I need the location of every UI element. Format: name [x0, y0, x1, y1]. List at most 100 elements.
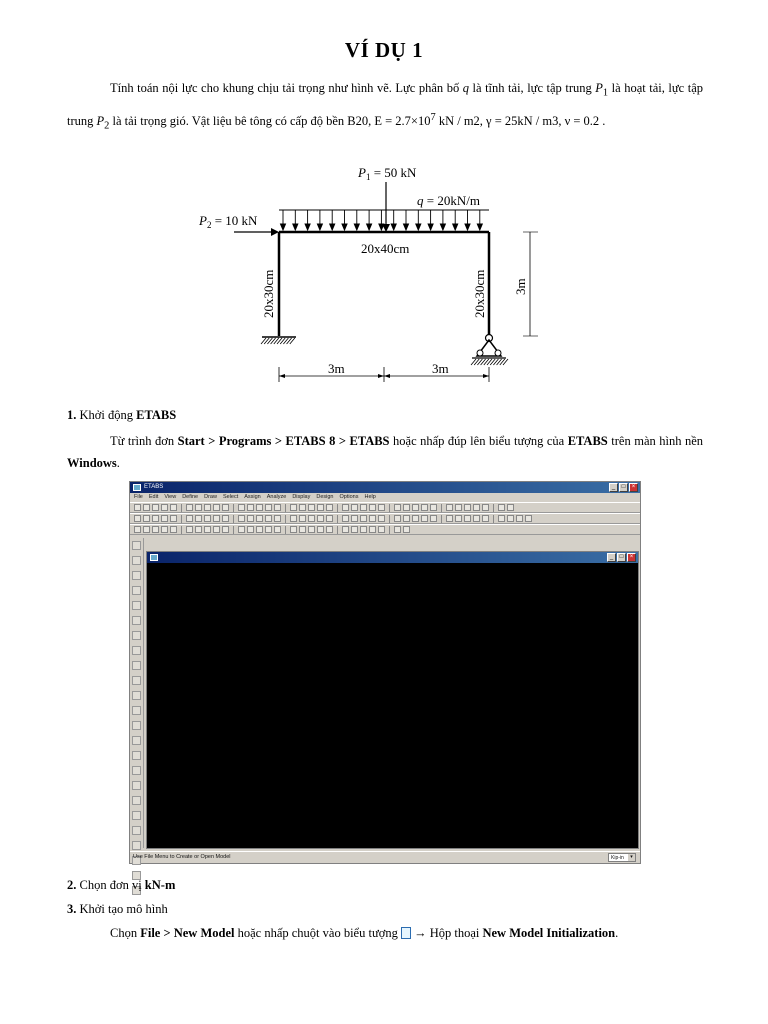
toolbar-button[interactable] — [394, 515, 401, 522]
maximize-button[interactable]: □ — [619, 483, 628, 492]
side-toolbar-button[interactable] — [132, 556, 141, 565]
toolbar-button[interactable] — [186, 526, 193, 533]
toolbar-button[interactable] — [134, 526, 141, 533]
toolbar-button[interactable] — [134, 504, 141, 511]
toolbar-button[interactable] — [369, 504, 376, 511]
toolbar-button[interactable] — [170, 504, 177, 511]
toolbar-button[interactable] — [464, 504, 471, 511]
toolbar-button[interactable] — [351, 526, 358, 533]
toolbar-button[interactable] — [170, 526, 177, 533]
toolbar-button[interactable] — [204, 504, 211, 511]
toolbar-button[interactable] — [238, 515, 245, 522]
toolbar-button[interactable] — [186, 504, 193, 511]
child-maximize-button[interactable]: □ — [617, 553, 626, 562]
menu-item-define[interactable]: Define — [182, 494, 199, 500]
toolbar-button[interactable] — [473, 504, 480, 511]
toolbar-button[interactable] — [290, 504, 297, 511]
toolbar-button[interactable] — [317, 526, 324, 533]
toolbar-button[interactable] — [274, 515, 281, 522]
toolbar-button[interactable] — [403, 515, 410, 522]
menu-item-display[interactable]: Display — [292, 494, 311, 500]
toolbar-button[interactable] — [394, 504, 401, 511]
side-toolbar-button[interactable] — [132, 661, 141, 670]
minimize-button[interactable]: _ — [609, 483, 618, 492]
toolbar-button[interactable] — [265, 504, 272, 511]
menu-item-edit[interactable]: Edit — [148, 494, 159, 500]
toolbar-button[interactable] — [308, 515, 315, 522]
toolbar-button[interactable] — [274, 504, 281, 511]
toolbar-button[interactable] — [412, 515, 419, 522]
side-toolbar-button[interactable] — [132, 856, 141, 865]
menu-item-view[interactable]: View — [164, 494, 177, 500]
side-toolbar-button[interactable] — [132, 676, 141, 685]
side-toolbar-button[interactable] — [132, 841, 141, 850]
units-dropdown[interactable]: Kip-in ▾ — [608, 853, 636, 862]
toolbar-button[interactable] — [455, 515, 462, 522]
child-close-button[interactable]: × — [627, 553, 636, 562]
toolbar-button[interactable] — [256, 504, 263, 511]
toolbar-button[interactable] — [507, 504, 514, 511]
toolbar-button[interactable] — [360, 504, 367, 511]
toolbar-button[interactable] — [161, 526, 168, 533]
side-toolbar-button[interactable] — [132, 646, 141, 655]
toolbar-button[interactable] — [378, 526, 385, 533]
toolbar-button[interactable] — [222, 515, 229, 522]
side-toolbar-button[interactable] — [132, 631, 141, 640]
toolbar-button[interactable] — [143, 526, 150, 533]
toolbar-button[interactable] — [265, 526, 272, 533]
side-toolbar-button[interactable] — [132, 751, 141, 760]
toolbar-button[interactable] — [290, 526, 297, 533]
toolbar-button[interactable] — [430, 515, 437, 522]
toolbar-button[interactable] — [274, 526, 281, 533]
toolbar-button[interactable] — [516, 515, 523, 522]
menu-item-analyze[interactable]: Analyze — [266, 494, 287, 500]
menu-item-design[interactable]: Design — [316, 494, 334, 500]
toolbar-button[interactable] — [299, 504, 306, 511]
toolbar-button[interactable] — [161, 515, 168, 522]
toolbar-button[interactable] — [195, 504, 202, 511]
toolbar-button[interactable] — [317, 515, 324, 522]
toolbar-button[interactable] — [394, 526, 401, 533]
toolbar-button[interactable] — [265, 515, 272, 522]
toolbar-button[interactable] — [403, 504, 410, 511]
toolbar-button[interactable] — [299, 526, 306, 533]
toolbar-button[interactable] — [464, 515, 471, 522]
side-toolbar-button[interactable] — [132, 736, 141, 745]
toolbar-button[interactable] — [378, 504, 385, 511]
toolbar-button[interactable] — [507, 515, 514, 522]
toolbar-button[interactable] — [473, 515, 480, 522]
toolbar-button[interactable] — [308, 526, 315, 533]
toolbar-button[interactable] — [351, 515, 358, 522]
toolbar-button[interactable] — [482, 504, 489, 511]
toolbar-button[interactable] — [222, 526, 229, 533]
side-toolbar-button[interactable] — [132, 601, 141, 610]
toolbar-button[interactable] — [238, 504, 245, 511]
toolbar-button[interactable] — [247, 526, 254, 533]
toolbar-button[interactable] — [170, 515, 177, 522]
toolbar-button[interactable] — [195, 526, 202, 533]
side-toolbar-button[interactable] — [132, 571, 141, 580]
menu-item-assign[interactable]: Assign — [244, 494, 261, 500]
side-toolbar-button[interactable] — [132, 721, 141, 730]
toolbar-button[interactable] — [482, 515, 489, 522]
toolbar-button[interactable] — [455, 504, 462, 511]
toolbar-button[interactable] — [360, 515, 367, 522]
toolbar-button[interactable] — [222, 504, 229, 511]
toolbar-button[interactable] — [326, 515, 333, 522]
close-button[interactable]: × — [629, 483, 638, 492]
side-toolbar-button[interactable] — [132, 781, 141, 790]
toolbar-button[interactable] — [299, 515, 306, 522]
toolbar-button[interactable] — [213, 526, 220, 533]
menu-item-file[interactable]: File — [134, 494, 143, 500]
toolbar-button[interactable] — [256, 526, 263, 533]
side-toolbar-button[interactable] — [132, 871, 141, 880]
side-toolbar-button[interactable] — [132, 886, 141, 895]
toolbar-button[interactable] — [195, 515, 202, 522]
toolbar-button[interactable] — [204, 515, 211, 522]
toolbar-button[interactable] — [161, 504, 168, 511]
toolbar-button[interactable] — [204, 526, 211, 533]
toolbar-button[interactable] — [152, 515, 159, 522]
toolbar-button[interactable] — [412, 504, 419, 511]
toolbar-button[interactable] — [369, 515, 376, 522]
toolbar-button[interactable] — [446, 504, 453, 511]
